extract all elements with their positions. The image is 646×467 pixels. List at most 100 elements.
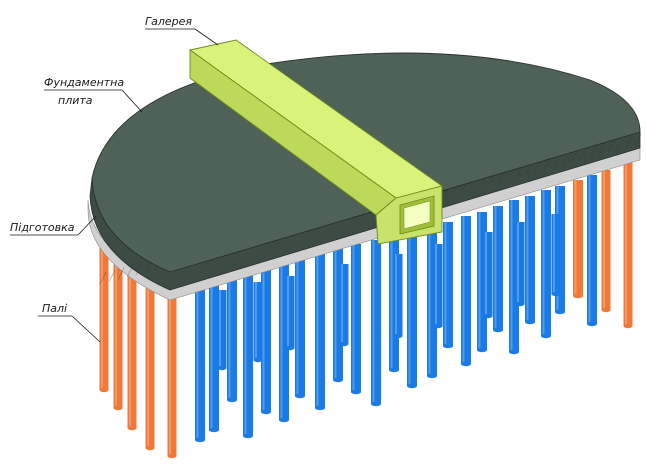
pile-tip (333, 377, 343, 383)
pile-blue (315, 252, 325, 411)
pile-highlight (625, 162, 627, 326)
pile-highlight (372, 240, 375, 404)
pile-body (443, 222, 453, 346)
pile-blue (339, 264, 349, 347)
pile-orange (601, 170, 611, 313)
pile-tip (351, 389, 361, 395)
pile-body (477, 212, 487, 350)
pile-tip (433, 323, 443, 329)
pile-tip (127, 425, 137, 431)
pile-highlight (255, 282, 257, 360)
pile-body (315, 252, 325, 408)
pile-blue (461, 216, 471, 367)
pile-body (295, 258, 305, 396)
gallery-label: Галерея (145, 15, 192, 28)
pile-tip (427, 373, 437, 379)
pile-highlight (462, 216, 465, 364)
pile-blue (433, 244, 443, 329)
pile-body (351, 244, 361, 392)
pile-highlight (287, 276, 289, 348)
pile-tip (393, 333, 403, 339)
pile-highlight (115, 252, 117, 408)
pile-highlight (435, 244, 437, 326)
pile-tip (243, 433, 253, 439)
pile-body (623, 162, 633, 326)
pile-tip (389, 367, 399, 373)
hatch-line (117, 267, 125, 280)
pile-tip (541, 333, 551, 339)
pile-highlight (280, 262, 283, 420)
pile-blue (209, 280, 219, 433)
pile-body (127, 262, 137, 428)
pile-tip (623, 323, 633, 329)
pile-blue (295, 258, 305, 399)
pile-blue (253, 282, 263, 363)
pile-orange (127, 262, 137, 431)
pile-body (279, 262, 289, 420)
pile-blue (493, 206, 503, 333)
pile-body (461, 216, 471, 364)
pile-blue (427, 228, 437, 379)
base-layer-label: Підготовка (10, 221, 75, 234)
pile-blue (333, 248, 343, 383)
pile-tip (515, 301, 525, 307)
pile-tip (339, 341, 349, 347)
pile-highlight (129, 262, 131, 428)
hatch-line (625, 136, 633, 149)
callout-piles: Палі (38, 302, 101, 343)
pile-tip (209, 427, 219, 433)
pile-orange (145, 276, 155, 451)
pile-tip (315, 405, 325, 411)
hatch-line (571, 150, 578, 163)
pile-highlight (101, 240, 103, 390)
callout-gallery: Галерея (145, 15, 219, 46)
pile-highlight (334, 248, 337, 380)
pile-highlight (485, 232, 487, 316)
pile-tip (555, 309, 565, 315)
pile-body (483, 232, 493, 316)
pile-body (217, 290, 227, 368)
pile-body (253, 282, 263, 360)
pile-body (227, 276, 237, 400)
pile-blue (195, 285, 205, 443)
pile-orange (623, 162, 633, 329)
pile-highlight (428, 228, 431, 376)
pile-body (339, 264, 349, 344)
pile-orange (573, 180, 583, 299)
pile-body (393, 254, 403, 336)
pile-body (515, 222, 525, 304)
pile-tip (587, 321, 597, 327)
pile-body (333, 248, 343, 380)
foundation-slab-label-line1: Фундаментна (44, 76, 124, 89)
pile-tip (195, 437, 205, 443)
pile-blue (285, 276, 295, 351)
pile-orange (99, 240, 109, 393)
pile-tip (551, 291, 561, 297)
pile-body (99, 240, 109, 390)
pile-body (525, 196, 535, 322)
pile-tip (525, 319, 535, 325)
pile-body (541, 190, 551, 336)
pile-highlight (316, 252, 319, 408)
pile-highlight (262, 268, 265, 412)
pile-body (145, 276, 155, 448)
pile-blue (515, 222, 525, 307)
pile-blue (243, 272, 253, 439)
pile-tip (217, 365, 227, 371)
pile-orange (167, 286, 177, 459)
pile-blue (477, 212, 487, 353)
pile-highlight (408, 232, 411, 386)
pile-highlight (542, 190, 545, 336)
pile-body (195, 285, 205, 440)
pile-blue (483, 232, 493, 319)
pile-tip (371, 401, 381, 407)
hatch-line (634, 133, 642, 147)
foundation-slab-label-line2: плита (58, 94, 93, 107)
pile-tip (601, 307, 611, 313)
hatch-line (580, 147, 587, 161)
pile-highlight (147, 276, 149, 448)
pile-blue (371, 240, 381, 407)
pile-tip (279, 417, 289, 423)
hatch-line (598, 143, 605, 156)
pile-highlight (603, 170, 605, 310)
